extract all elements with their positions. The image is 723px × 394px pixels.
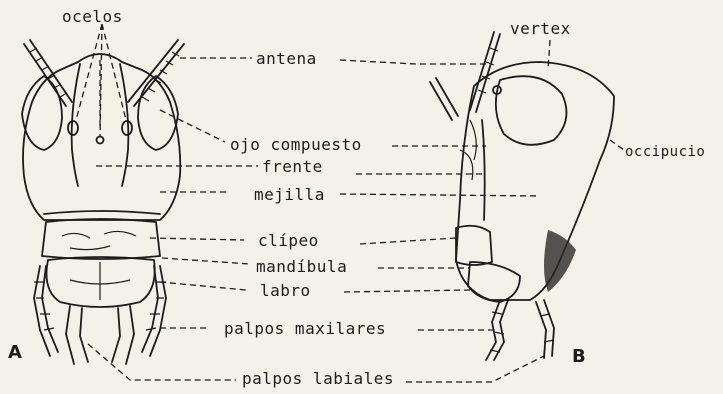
front-right-antenna	[128, 40, 184, 106]
leader-mejilla	[160, 192, 540, 196]
label-frente: frente	[262, 157, 323, 176]
leader-occipucio	[610, 140, 624, 150]
label-mejilla: mejilla	[254, 185, 325, 204]
label-vertex: vertex	[510, 19, 571, 38]
label-ocelos: ocelos	[62, 7, 123, 26]
front-view-head	[22, 40, 184, 364]
front-labrum	[47, 257, 155, 307]
label-clipeo: clípeo	[258, 231, 319, 250]
label-ojo-compuesto: ojo compuesto	[230, 135, 362, 154]
side-antenna	[430, 32, 500, 120]
front-clypeus	[42, 219, 160, 259]
front-left-antenna	[24, 40, 72, 106]
label-mandibula: mandíbula	[256, 257, 347, 276]
label-antena: antena	[256, 49, 317, 68]
right-ocellus	[122, 121, 132, 135]
side-compound-eye	[496, 76, 567, 145]
side-labial-palp	[536, 300, 554, 358]
front-labial-palps	[66, 306, 134, 364]
label-occipucio: occipucio	[625, 144, 705, 160]
leader-labro	[160, 282, 470, 292]
label-labro: labro	[260, 281, 311, 300]
label-palpos-labiales: palpos labiales	[242, 369, 394, 388]
front-right-compound-eye	[138, 76, 178, 150]
label-palpos-maxilares: palpos maxilares	[224, 319, 386, 338]
side-shaded-region	[544, 230, 576, 292]
leader-vertex	[548, 40, 550, 70]
leader-ocelos	[76, 24, 126, 136]
label-view-b: B	[572, 346, 586, 367]
leader-antena	[180, 58, 486, 64]
side-clypeus	[456, 226, 492, 265]
median-ocellus	[97, 137, 104, 144]
label-view-a: A	[8, 342, 22, 363]
left-ocellus	[68, 121, 78, 135]
side-mandible	[468, 262, 520, 302]
